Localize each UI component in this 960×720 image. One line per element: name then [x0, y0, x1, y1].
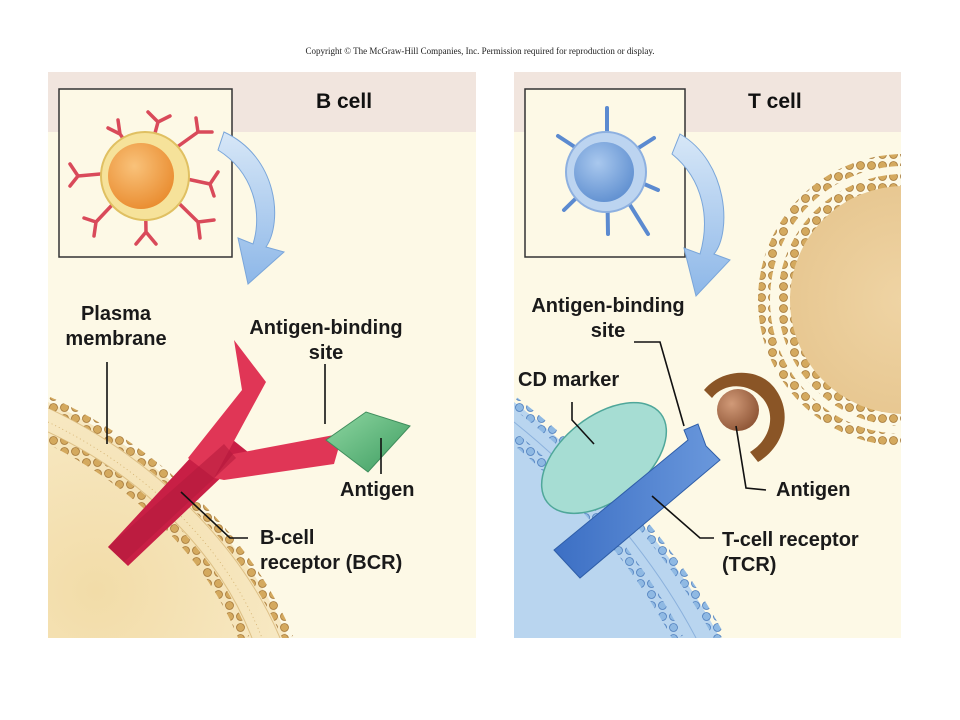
plasma-membrane-label: Plasma membrane: [65, 303, 167, 350]
b-cell-illustration: [48, 88, 411, 638]
tcr-leader-line: [651, 495, 714, 539]
b-binding-site-label: Antigen-binding site: [249, 317, 403, 364]
cd-marker-leader-line: [571, 402, 595, 445]
bcr-leader-line: [180, 491, 248, 539]
b-cell-inset: [58, 88, 233, 258]
t-cell-title: T cell: [748, 90, 802, 113]
bcr-receptor-icon: [108, 340, 350, 566]
t-cell-inset: [524, 88, 686, 258]
tcr-label: T-cell receptor (TCR): [722, 529, 859, 576]
bcr-label: B-cell receptor (BCR): [260, 527, 403, 574]
b-cell-title: B cell: [316, 90, 373, 113]
b-cell-panel: B cell Plasma membrane Antigen-binding s…: [48, 72, 476, 638]
tcr-receptor-icon: [553, 423, 721, 579]
zoom-arrow-icon: [671, 133, 731, 298]
mhc-molecule-icon: [704, 372, 785, 462]
zoom-arrow-icon: [217, 131, 286, 285]
t-antigen-label: Antigen: [776, 479, 851, 501]
t-antigen-icon: [717, 389, 759, 431]
b-antigen-label: Antigen: [340, 479, 415, 501]
t-cell-nucleus-icon: [574, 142, 634, 202]
t-binding-site-leader-line: [634, 341, 685, 427]
b-cell-nucleus-icon: [108, 143, 174, 209]
cd-marker-label: CD marker: [518, 369, 620, 391]
b-antigen-icon: [325, 411, 411, 473]
antigen-presenting-cell-icon: [758, 154, 901, 446]
copyright-notice: Copyright © The McGraw-Hill Companies, I…: [305, 46, 655, 56]
t-antigen-leader-line: [735, 425, 767, 491]
t-cell-panel: T cell Antigen-binding site CD marker An…: [514, 72, 901, 638]
t-binding-site-label: Antigen-binding site: [531, 295, 685, 342]
t-cell-illustration: [514, 88, 901, 638]
